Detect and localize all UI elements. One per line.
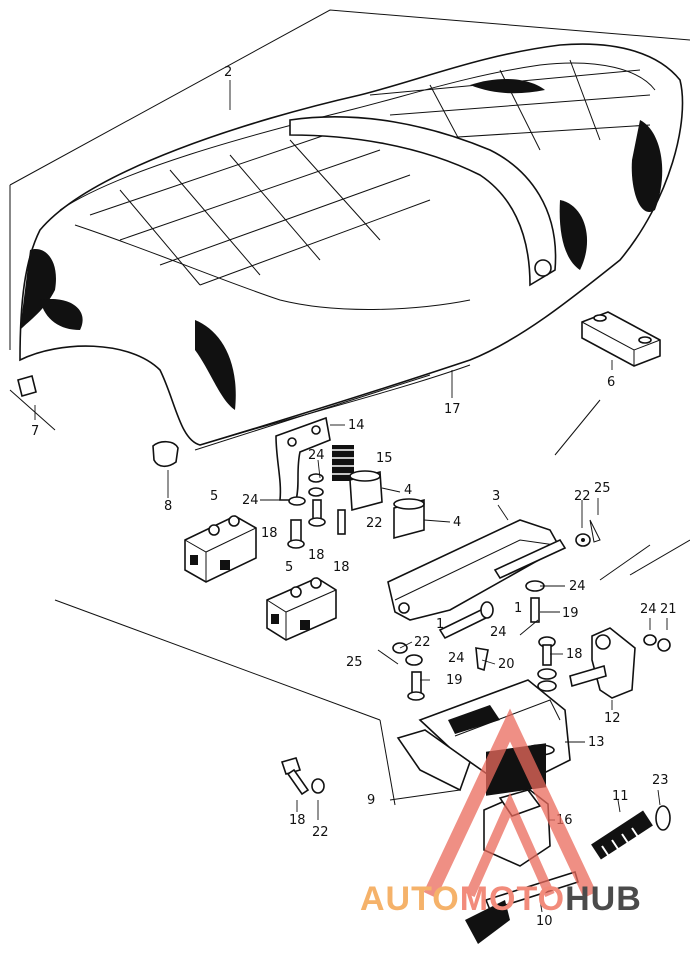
callout-13: 13 bbox=[588, 735, 605, 750]
callout-11: 11 bbox=[612, 789, 629, 804]
part-8-cushion bbox=[152, 440, 179, 468]
callout-20: 20 bbox=[498, 657, 515, 672]
callout-numbers: 2 7 8 6 17 14 24 15 4 4 5 24 22 18 18 18… bbox=[31, 65, 677, 929]
callout-18-c: 18 bbox=[333, 560, 350, 575]
callout-14: 14 bbox=[348, 418, 365, 433]
callout-21: 21 bbox=[660, 602, 677, 617]
callout-24-b: 24 bbox=[242, 493, 259, 508]
callout-23: 23 bbox=[652, 773, 669, 788]
callout-4-a: 4 bbox=[404, 483, 412, 498]
washers-and-bolts-upper bbox=[287, 473, 346, 549]
callout-24-f: 24 bbox=[448, 651, 465, 666]
washers-and-screws-right bbox=[377, 519, 671, 701]
callout-8: 8 bbox=[164, 499, 172, 514]
callout-24-d: 24 bbox=[640, 602, 657, 617]
callout-4-b: 4 bbox=[453, 515, 461, 530]
callout-1-b: 1 bbox=[436, 617, 444, 632]
callout-3: 3 bbox=[492, 489, 500, 504]
callout-24-c: 24 bbox=[569, 579, 586, 594]
callout-22-c: 22 bbox=[414, 635, 431, 650]
callout-22-a: 22 bbox=[366, 516, 383, 531]
part-5-block-upper bbox=[184, 515, 257, 583]
callout-5-b: 5 bbox=[285, 560, 293, 575]
watermark-part-auto: AUTO bbox=[360, 880, 460, 918]
assembly-frame-lines bbox=[9, 9, 690, 806]
callout-7: 7 bbox=[31, 424, 39, 439]
callout-18-a: 18 bbox=[261, 526, 278, 541]
callout-24-e: 24 bbox=[490, 625, 507, 640]
part-14-bracket bbox=[275, 416, 331, 501]
watermark-part-hub: HUB bbox=[565, 880, 642, 918]
callout-1-a: 1 bbox=[514, 601, 522, 616]
callout-9: 9 bbox=[367, 793, 375, 808]
callout-19-b: 19 bbox=[446, 673, 463, 688]
callout-25-b: 25 bbox=[346, 655, 363, 670]
callout-18-d: 18 bbox=[566, 647, 583, 662]
bolt-18-lower bbox=[280, 757, 325, 796]
watermark-part-moto: MOTO bbox=[459, 880, 566, 918]
callout-22-b: 22 bbox=[574, 489, 591, 504]
watermark-text: AUTOMOTOHUB bbox=[360, 880, 642, 919]
part-15-spring bbox=[332, 445, 354, 481]
part-5-block-lower bbox=[266, 577, 337, 641]
part-3-seat-bracket bbox=[387, 519, 567, 621]
callout-12: 12 bbox=[604, 711, 621, 726]
callout-25-a: 25 bbox=[594, 481, 611, 496]
part-12-hinge-plate bbox=[569, 627, 636, 699]
part-23-washer bbox=[655, 805, 671, 831]
callout-24-a: 24 bbox=[308, 448, 325, 463]
watermark-triangle-logo bbox=[423, 708, 597, 898]
part-11-spring bbox=[591, 810, 653, 860]
callout-10: 10 bbox=[536, 914, 553, 929]
leader-lines bbox=[34, 80, 668, 913]
callout-15: 15 bbox=[376, 451, 393, 466]
callout-5-a: 5 bbox=[210, 489, 218, 504]
callout-22-d: 22 bbox=[312, 825, 329, 840]
part-7-bushing bbox=[17, 375, 37, 397]
callout-19-a: 19 bbox=[562, 606, 579, 621]
callout-6: 6 bbox=[607, 375, 615, 390]
callout-2: 2 bbox=[224, 65, 232, 80]
part-4-bushing-upper bbox=[349, 470, 383, 512]
part-1-hinge-pin bbox=[438, 601, 494, 640]
part-6-rubber-block bbox=[581, 311, 661, 367]
part-4-bushing-lower bbox=[393, 498, 425, 540]
callout-17: 17 bbox=[444, 402, 461, 417]
callout-18-b: 18 bbox=[308, 548, 325, 563]
seat-assembly bbox=[19, 43, 684, 446]
callout-18-e: 18 bbox=[289, 813, 306, 828]
